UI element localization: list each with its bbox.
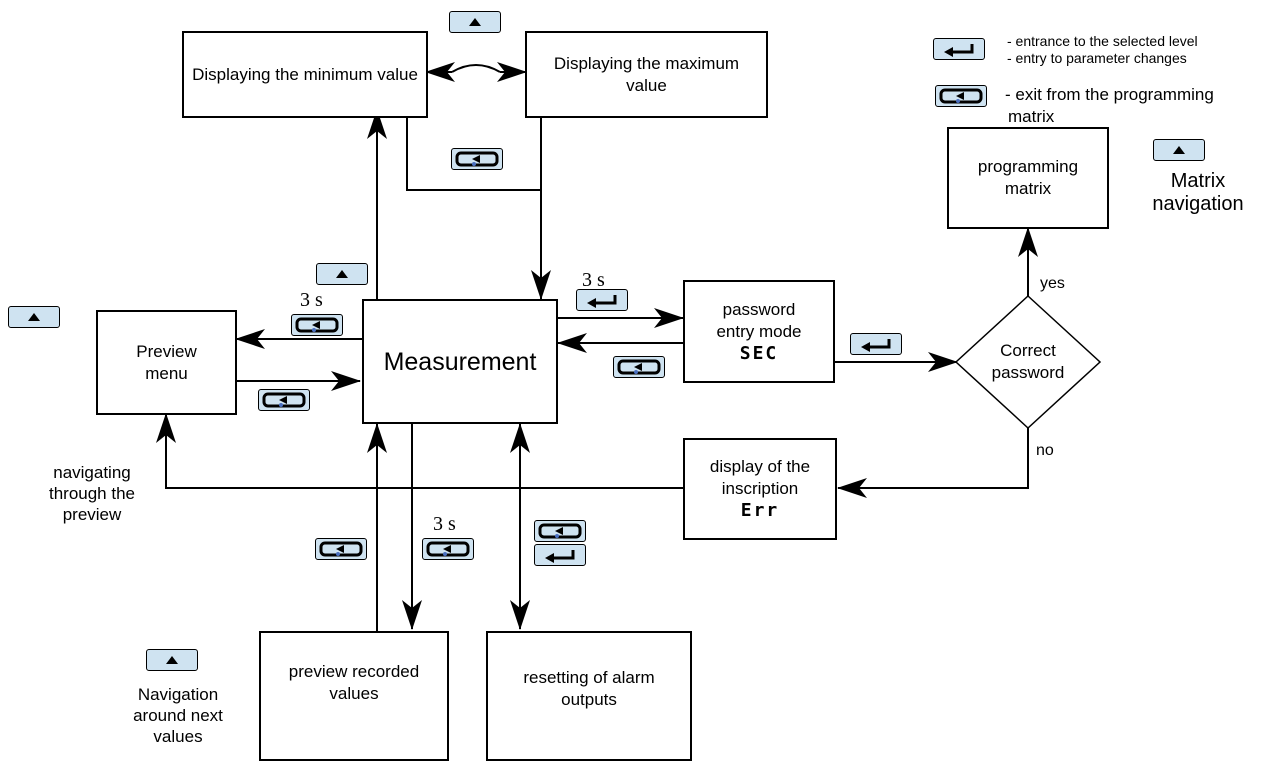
password-entry-label: password entry mode — [716, 299, 802, 341]
password-code: SEC — [739, 342, 779, 364]
measurement-box: Measurement — [362, 299, 558, 424]
recorded-values-label: preview recorded values — [288, 662, 420, 703]
up-arrow-key-icon — [449, 11, 501, 33]
decision-label: Correct password — [991, 341, 1065, 382]
yes-label: yes — [1040, 275, 1065, 292]
exit-key-icon — [451, 148, 503, 170]
enter-key-icon — [850, 333, 902, 355]
up-arrow-key-icon — [8, 306, 60, 328]
three-seconds-label: 3 s — [582, 269, 605, 291]
three-seconds-label: 3 s — [433, 513, 456, 535]
exit-key-icon — [315, 538, 367, 560]
recorded-values-box: preview recorded values — [259, 631, 449, 761]
error-code: Err — [740, 500, 780, 521]
up-arrow-key-icon — [1153, 139, 1205, 161]
min-value-box: Displaying the minimum value — [182, 31, 428, 118]
legend-exit-line1: - exit from the programming — [1005, 85, 1214, 104]
legend-exit-line2: matrix — [1008, 107, 1055, 126]
max-value-box: Displaying the maximum value — [525, 31, 768, 118]
alarm-reset-box: resetting of alarm outputs — [486, 631, 692, 761]
password-entry-box: password entry mode SEC — [683, 280, 835, 383]
matrix-navigation-text: Matrix navigation — [1152, 170, 1244, 215]
enter-key-icon — [534, 544, 586, 566]
exit-key-icon — [291, 314, 343, 336]
three-seconds-label: 3 s — [300, 289, 323, 311]
max-value-label: Displaying the maximum value — [553, 53, 740, 95]
measurement-label: Measurement — [383, 347, 537, 376]
exit-key-icon — [534, 520, 586, 542]
exit-key-icon — [613, 356, 665, 378]
exit-key-icon — [422, 538, 474, 560]
exit-key-icon — [258, 389, 310, 411]
enter-key-icon — [576, 289, 628, 311]
legend-enter-line1: - entrance to the selected level — [1007, 33, 1198, 49]
preview-menu-box: Preview menu — [96, 310, 237, 415]
up-arrow-key-icon — [146, 649, 198, 671]
programming-matrix-box: programming matrix — [947, 127, 1109, 229]
error-display-label: display of the inscription — [709, 457, 811, 498]
error-display-box: display of the inscription Err — [683, 438, 837, 540]
alarm-reset-label: resetting of alarm outputs — [523, 668, 655, 709]
programming-matrix-label: programming matrix — [977, 157, 1079, 198]
preview-menu-label: Preview menu — [136, 341, 197, 383]
navigating-preview-text: navigating through the preview — [48, 463, 135, 524]
min-value-label: Displaying the minimum value — [192, 64, 418, 84]
up-arrow-key-icon — [316, 263, 368, 285]
exit-key-icon — [935, 85, 987, 107]
no-label: no — [1036, 442, 1054, 459]
enter-key-icon — [933, 38, 985, 60]
legend-enter-line2: - entry to parameter changes — [1007, 50, 1187, 66]
navigation-values-text: Navigation around next values — [133, 685, 223, 746]
